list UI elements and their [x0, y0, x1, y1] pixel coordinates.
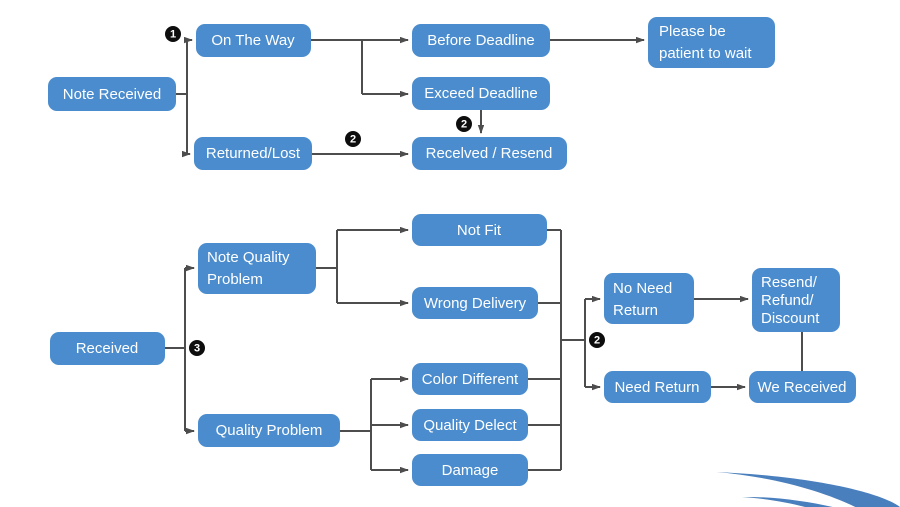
- node-returned-lost[interactable]: Returned/Lost: [194, 137, 312, 170]
- node-not-fit-shape[interactable]: [412, 214, 547, 246]
- step-marker-2-exceed-circle: [456, 116, 472, 132]
- node-wrong-delivery-label: Wrong Delivery: [424, 295, 527, 312]
- node-note-quality-problem-shape[interactable]: [198, 243, 316, 294]
- node-received-label: Received: [76, 340, 139, 357]
- step-marker-2-exceed: 2: [456, 116, 472, 132]
- node-resend-refund-discount[interactable]: Resend/ Refund/ Discount: [752, 268, 840, 332]
- node-recelved-resend[interactable]: Recelved / Resend: [412, 137, 567, 170]
- step-marker-1-circle: [165, 26, 181, 42]
- node-wrong-delivery[interactable]: Wrong Delivery: [412, 287, 538, 319]
- step-marker-1: 1: [165, 26, 181, 42]
- node-before-deadline-shape[interactable]: [412, 24, 550, 57]
- node-note-quality-problem-label-line1: Note Quality: [207, 249, 290, 266]
- node-quality-delect-shape[interactable]: [412, 409, 528, 441]
- node-damage-label: Damage: [442, 462, 499, 479]
- node-not-fit-label: Not Fit: [457, 222, 502, 239]
- node-returned-lost-label: Returned/Lost: [206, 145, 301, 162]
- step-marker-2-returned-circle: [345, 131, 361, 147]
- node-quality-delect[interactable]: Quality Delect: [412, 409, 528, 441]
- node-note-received-shape[interactable]: [48, 77, 176, 111]
- node-resend-refund-discount-shape[interactable]: [752, 268, 840, 332]
- node-note-received-label: Note Received: [63, 86, 161, 103]
- node-no-need-return-shape[interactable]: [604, 273, 694, 324]
- node-quality-problem-label: Quality Problem: [216, 422, 323, 439]
- node-exceed-deadline-label: Exceed Deadline: [424, 85, 537, 102]
- node-please-be-patient[interactable]: Please be patient to wait: [648, 17, 775, 68]
- swoosh-decoration: [716, 472, 900, 507]
- swoosh-decoration-shape: [716, 472, 900, 507]
- node-received[interactable]: Received: [50, 332, 165, 365]
- node-exceed-deadline-shape[interactable]: [412, 77, 550, 110]
- node-resend-refund-discount-label-line1: Resend/: [761, 274, 818, 291]
- node-before-deadline[interactable]: Before Deadline: [412, 24, 550, 57]
- node-not-fit[interactable]: Not Fit: [412, 214, 547, 246]
- step-marker-2-returned-label: 2: [350, 134, 356, 146]
- node-we-received-label: We Received: [758, 379, 847, 396]
- node-please-be-patient-label-line1: Please be: [659, 23, 726, 40]
- node-need-return[interactable]: Need Return: [604, 371, 711, 403]
- node-quality-problem[interactable]: Quality Problem: [198, 414, 340, 447]
- step-marker-2-merge: 2: [589, 332, 605, 348]
- node-damage-shape[interactable]: [412, 454, 528, 486]
- node-on-the-way[interactable]: On The Way: [196, 24, 311, 57]
- flow-nodes: Note Received On The Way Returned/Lost B…: [48, 17, 856, 486]
- returns-flow-connectors: [165, 226, 803, 474]
- shipping-flow-connectors: [176, 36, 645, 158]
- step-marker-2-exceed-label: 2: [461, 119, 467, 131]
- node-resend-refund-discount-label-line3: Discount: [761, 310, 820, 327]
- node-note-quality-problem-label-line2: Problem: [207, 271, 263, 288]
- step-markers: 1 2 2 3 2: [165, 26, 605, 356]
- step-marker-1-label: 1: [170, 29, 176, 41]
- node-no-need-return-label-line1: No Need: [613, 280, 672, 297]
- node-note-received[interactable]: Note Received: [48, 77, 176, 111]
- node-please-be-patient-shape[interactable]: [648, 17, 775, 68]
- node-color-different-shape[interactable]: [412, 363, 528, 395]
- node-quality-problem-shape[interactable]: [198, 414, 340, 447]
- node-need-return-shape[interactable]: [604, 371, 711, 403]
- node-quality-delect-label: Quality Delect: [423, 417, 517, 434]
- node-before-deadline-label: Before Deadline: [427, 32, 535, 49]
- node-exceed-deadline[interactable]: Exceed Deadline: [412, 77, 550, 110]
- step-marker-2-merge-circle: [589, 332, 605, 348]
- node-color-different[interactable]: Color Different: [412, 363, 528, 395]
- step-marker-2-merge-label: 2: [594, 335, 600, 347]
- node-we-received-shape[interactable]: [749, 371, 856, 403]
- node-need-return-label: Need Return: [614, 379, 699, 396]
- node-no-need-return[interactable]: No Need Return: [604, 273, 694, 324]
- node-no-need-return-label-line2: Return: [613, 302, 658, 319]
- node-wrong-delivery-shape[interactable]: [412, 287, 538, 319]
- node-color-different-label: Color Different: [422, 371, 519, 388]
- node-note-quality-problem[interactable]: Note Quality Problem: [198, 243, 316, 294]
- step-marker-3-circle: [189, 340, 205, 356]
- node-damage[interactable]: Damage: [412, 454, 528, 486]
- node-recelved-resend-shape[interactable]: [412, 137, 567, 170]
- node-on-the-way-shape[interactable]: [196, 24, 311, 57]
- node-we-received[interactable]: We Received: [749, 371, 856, 403]
- step-marker-2-returned: 2: [345, 131, 361, 147]
- node-please-be-patient-label-line2: patient to wait: [659, 45, 752, 62]
- node-on-the-way-label: On The Way: [211, 32, 295, 49]
- node-returned-lost-shape[interactable]: [194, 137, 312, 170]
- node-received-shape[interactable]: [50, 332, 165, 365]
- node-recelved-resend-label: Recelved / Resend: [426, 145, 553, 162]
- step-marker-3-label: 3: [194, 343, 200, 355]
- node-resend-refund-discount-label-line2: Refund/: [761, 292, 814, 309]
- step-marker-3: 3: [189, 340, 205, 356]
